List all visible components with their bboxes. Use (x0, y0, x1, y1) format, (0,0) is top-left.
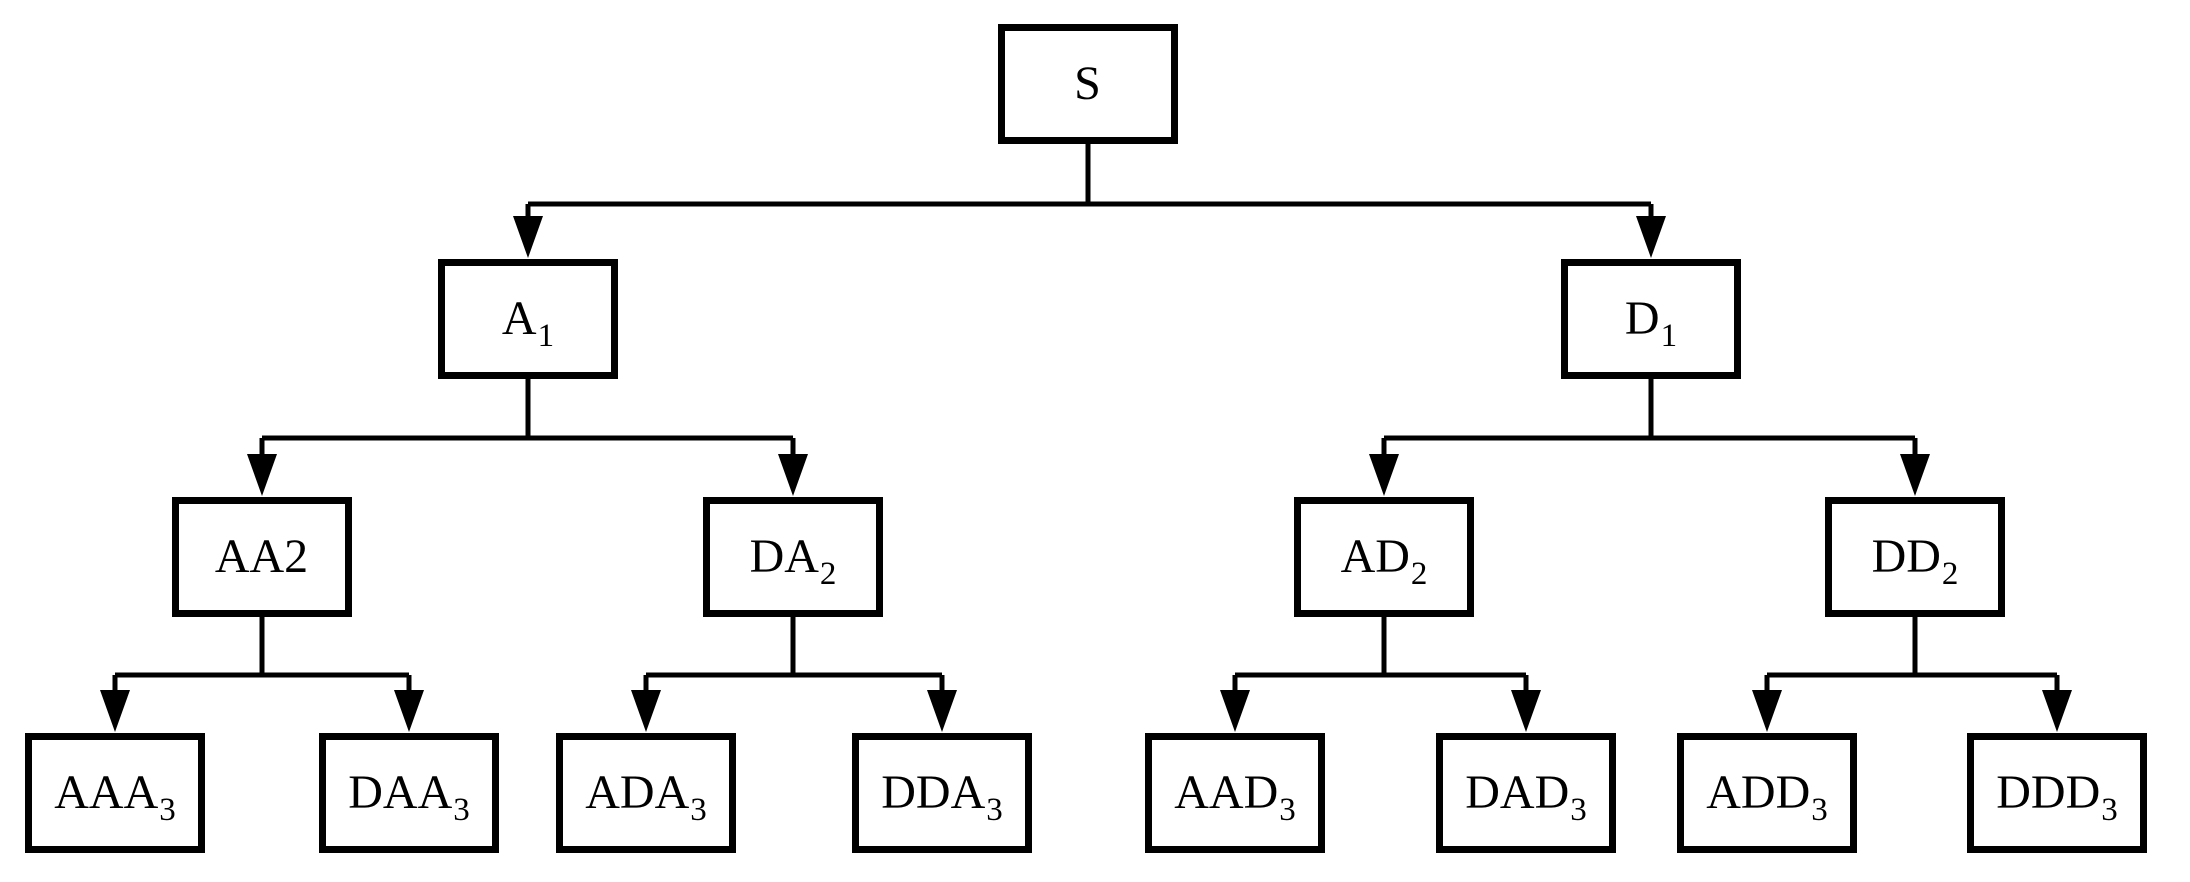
node-d1: D1 (1561, 259, 1741, 379)
node-ddd3: DDD3 (1967, 733, 2147, 853)
node-a1: A1 (438, 259, 618, 379)
node-aa2-label: AA2 (214, 530, 309, 583)
node-aaa3-label: AAA3 (54, 766, 176, 828)
node-aaa3: AAA3 (25, 733, 205, 853)
arrowhead-aaa3 (100, 690, 130, 732)
node-dda3-label: DDA3 (881, 766, 1003, 828)
arrowhead-aad3 (1220, 690, 1250, 732)
arrowhead-dad3 (1511, 690, 1541, 732)
arrowhead-ddd3 (2042, 690, 2072, 732)
node-dda3: DDA3 (852, 733, 1032, 853)
node-add3-label: ADD3 (1706, 766, 1828, 828)
node-dad3-label: DAD3 (1465, 766, 1587, 828)
arrowhead-d1 (1636, 216, 1666, 258)
node-s: S (998, 24, 1178, 144)
node-ad2: AD2 (1294, 497, 1474, 617)
node-dad3: DAD3 (1436, 733, 1616, 853)
edge-group-ad2 (1220, 617, 1541, 732)
node-aa2: AA2 (172, 497, 352, 617)
node-s-label: S (1074, 57, 1101, 110)
edge-group-da2 (631, 617, 957, 732)
edge-group-d1 (1369, 379, 1930, 496)
node-da2: DA2 (703, 497, 883, 617)
node-da2-label: DA2 (749, 530, 837, 592)
arrowhead-dd2 (1900, 454, 1930, 496)
edge-group-a1 (247, 379, 808, 496)
node-d1-label: D1 (1624, 292, 1678, 354)
node-dd2: DD2 (1825, 497, 2005, 617)
node-daa3: DAA3 (319, 733, 499, 853)
arrowhead-ada3 (631, 690, 661, 732)
edge-group-aa2 (100, 617, 424, 732)
edge-group-dd2 (1752, 617, 2072, 732)
node-a1-label: A1 (501, 292, 555, 354)
node-aad3: AAD3 (1145, 733, 1325, 853)
node-dd2-label: DD2 (1871, 530, 1959, 592)
arrowhead-ad2 (1369, 454, 1399, 496)
edge-group-s (513, 144, 1666, 258)
arrowhead-daa3 (394, 690, 424, 732)
arrowhead-add3 (1752, 690, 1782, 732)
node-ada3: ADA3 (556, 733, 736, 853)
node-add3: ADD3 (1677, 733, 1857, 853)
arrowhead-a1 (513, 216, 543, 258)
node-aad3-label: AAD3 (1174, 766, 1296, 828)
arrowhead-dda3 (927, 690, 957, 732)
node-ada3-label: ADA3 (585, 766, 707, 828)
node-ad2-label: AD2 (1340, 530, 1428, 592)
arrowhead-da2 (778, 454, 808, 496)
node-ddd3-label: DDD3 (1996, 766, 2118, 828)
arrowhead-aa2 (247, 454, 277, 496)
node-daa3-label: DAA3 (348, 766, 470, 828)
